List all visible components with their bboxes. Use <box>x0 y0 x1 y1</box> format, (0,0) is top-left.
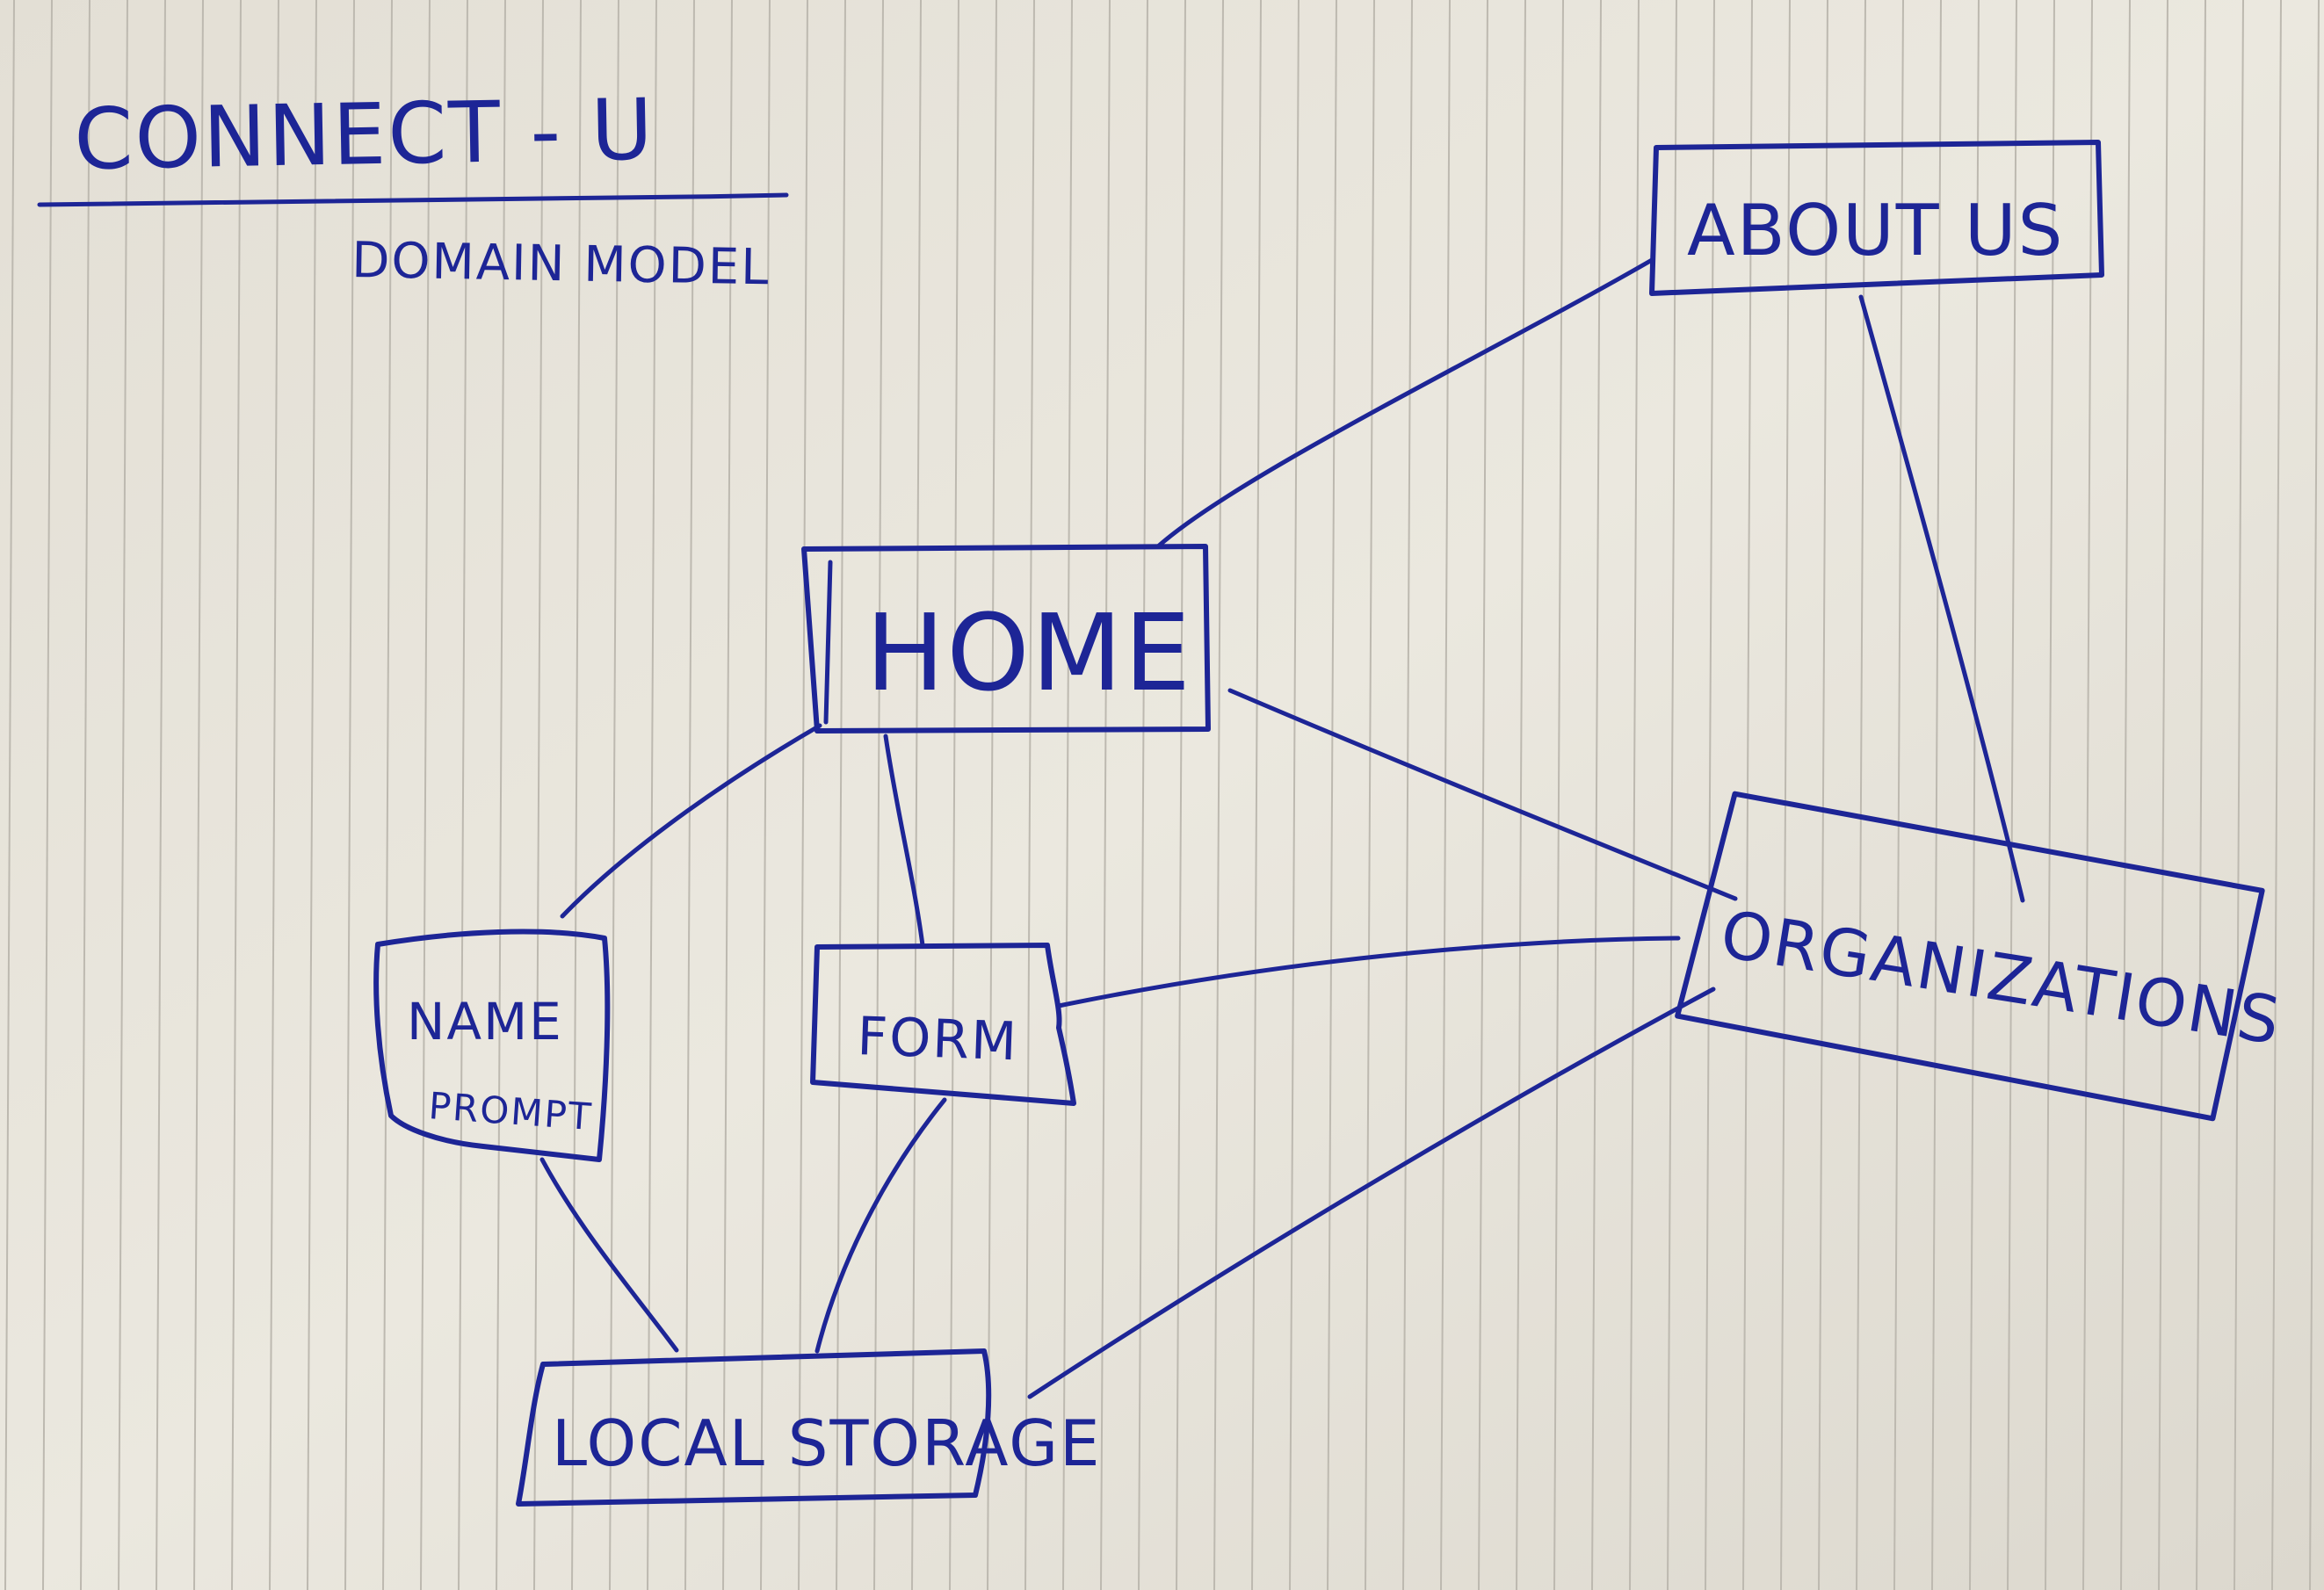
ruled-line <box>1818 0 1828 1590</box>
ruled-line <box>118 0 128 1590</box>
ruled-line <box>2120 0 2131 1590</box>
local-storage-label: LOCAL STORAGE <box>552 1406 1101 1480</box>
ruled-line <box>1856 0 1866 1590</box>
edge-name-prompt-local-storage <box>539 1157 679 1353</box>
ruled-line <box>1931 0 1942 1590</box>
ruled-line <box>836 0 846 1590</box>
ruled-line <box>1591 0 1602 1590</box>
name-prompt-box <box>373 929 611 1162</box>
ruled-line <box>533 0 544 1590</box>
ruled-line <box>1516 0 1526 1590</box>
ruled-line <box>1553 0 1564 1590</box>
ruled-line <box>1251 0 1262 1590</box>
home-box-left-scribble <box>823 560 833 725</box>
ruled-line <box>609 0 619 1590</box>
ruled-line <box>987 0 997 1590</box>
ruled-line <box>2271 0 2282 1590</box>
ruled-line <box>1024 0 1035 1590</box>
node-name-prompt: NAME PROMPT <box>373 929 611 1162</box>
ruled-line <box>1100 0 1111 1590</box>
ruled-line <box>496 0 506 1590</box>
edge-home-form <box>883 734 925 948</box>
edge-home-organizations <box>1227 688 1738 901</box>
ruled-line <box>231 0 242 1590</box>
ruled-line <box>1062 0 1073 1590</box>
ruled-line <box>2082 0 2093 1590</box>
ruled-line <box>1176 0 1186 1590</box>
ruled-line <box>1893 0 1904 1590</box>
ruled-line <box>2309 0 2320 1590</box>
ruled-line <box>1667 0 1677 1590</box>
ruled-line <box>2007 0 2017 1590</box>
ruled-line <box>458 0 468 1590</box>
form-box <box>810 943 1076 1106</box>
ruled-line <box>269 0 279 1590</box>
ruled-line <box>1440 0 1451 1590</box>
home-label: HOME <box>865 593 1192 715</box>
node-home: HOME <box>801 544 1211 734</box>
ruled-line <box>420 0 431 1590</box>
ruled-line <box>873 0 884 1590</box>
ruled-line <box>571 0 582 1590</box>
diagram-subtitle: DOMAIN MODEL <box>351 232 771 296</box>
ruled-line <box>1365 0 1375 1590</box>
edge-form-local-storage <box>814 1097 947 1354</box>
ruled-line <box>42 0 53 1590</box>
ruled-line <box>2196 0 2206 1590</box>
ruled-line <box>760 0 771 1590</box>
node-about-us: ABOUT US <box>1649 140 2104 296</box>
ruled-line <box>1780 0 1791 1590</box>
ruled-line <box>307 0 317 1590</box>
edge-organizations-local-storage <box>1027 987 1716 1399</box>
node-local-storage: LOCAL STORAGE <box>516 1348 1101 1507</box>
ruled-line <box>684 0 695 1590</box>
ruled-line <box>1327 0 1337 1590</box>
title-underline <box>37 192 789 207</box>
edge-home-about-us <box>1155 257 1654 549</box>
name-prompt-label-line1: NAME <box>407 992 563 1052</box>
ruled-line <box>156 0 166 1590</box>
ruled-line <box>382 0 393 1590</box>
ruled-line <box>80 0 90 1590</box>
ruled-line <box>193 0 204 1590</box>
ruled-line <box>1213 0 1224 1590</box>
edge-about-us-organizations <box>1858 294 2025 903</box>
ruled-line <box>1705 0 1715 1590</box>
ruled-line <box>1402 0 1413 1590</box>
ruled-line <box>344 0 355 1590</box>
ruled-line <box>722 0 733 1590</box>
ruled-line <box>798 0 808 1590</box>
ruled-lines <box>4 0 2320 1590</box>
edges <box>539 257 2025 1399</box>
ruled-line <box>2234 0 2244 1590</box>
about-us-label: ABOUT US <box>1687 190 2064 271</box>
edge-form-organizations <box>1056 936 1681 1008</box>
diagram-title: CONNECT - U <box>73 80 655 189</box>
ruled-line <box>2045 0 2055 1590</box>
ruled-line <box>1629 0 1640 1590</box>
ruled-line <box>647 0 657 1590</box>
ruled-line <box>4 0 15 1590</box>
node-form: FORM <box>810 943 1076 1106</box>
ruled-line <box>911 0 922 1590</box>
edge-home-name-prompt <box>560 723 822 919</box>
ruled-line <box>949 0 959 1590</box>
about-us-box <box>1649 140 2104 296</box>
local-storage-box <box>516 1348 992 1507</box>
organizations-box <box>1675 791 2265 1122</box>
ruled-line <box>1289 0 1300 1590</box>
form-label: FORM <box>856 1006 1019 1073</box>
home-box <box>801 544 1211 734</box>
ruled-line <box>1969 0 1980 1590</box>
ruled-line <box>2158 0 2168 1590</box>
